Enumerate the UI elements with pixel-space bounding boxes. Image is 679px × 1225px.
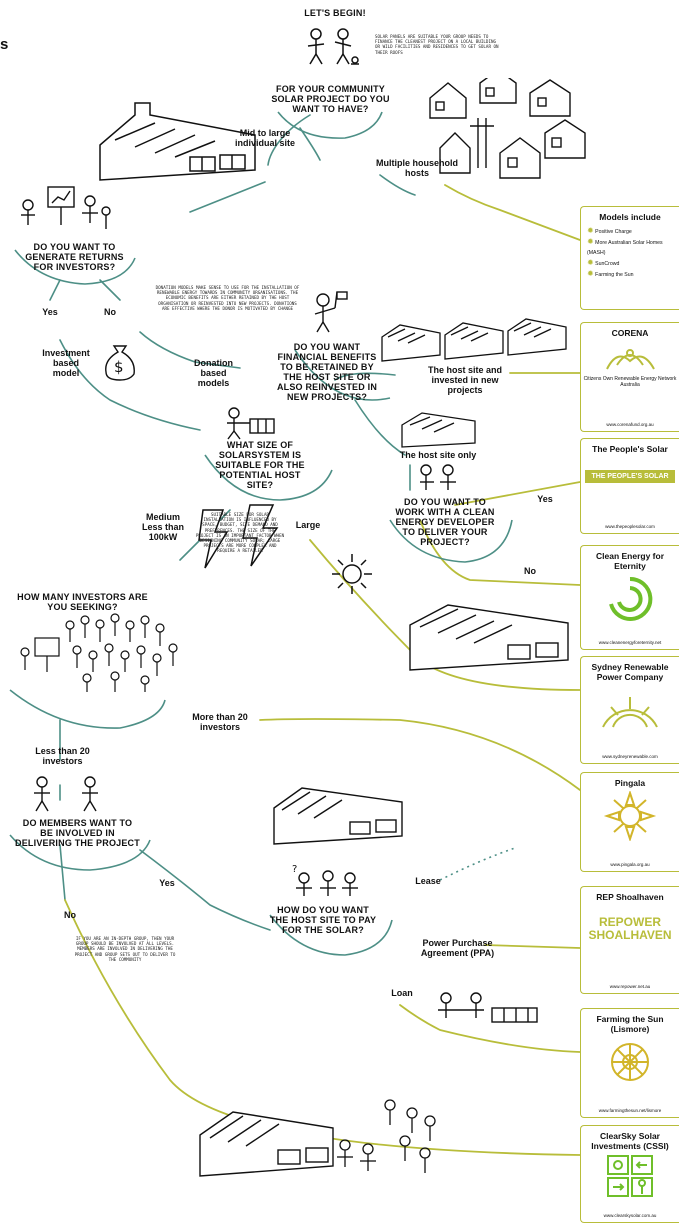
org-url[interactable]: www.corenafund.org.au xyxy=(606,422,654,427)
figure-with-panel-icon xyxy=(227,407,275,440)
org-title: ClearSky Solar Investments (CSSI) xyxy=(591,1131,669,1151)
page-title-fragment: s xyxy=(0,36,9,53)
label-more-than-20: More than 20 investors xyxy=(192,712,248,732)
developer-figures-icon xyxy=(420,464,456,490)
money-bag-icon: $ xyxy=(105,345,135,381)
label-no-members: No xyxy=(64,910,76,920)
label-investment-model: Investment based model xyxy=(42,348,90,378)
org-card-farming-the-sun[interactable]: Farming the Sun (Lismore) www.farmingthe… xyxy=(580,1008,679,1118)
handshake-figures-icon xyxy=(438,992,538,1023)
org-card-rep-shoalhaven[interactable]: REP Shoalhaven REPOWER SHOALHAVEN www.re… xyxy=(580,886,679,994)
question-clean-energy-developer: DO YOU WANT TO WORK WITH A CLEAN ENERGY … xyxy=(395,497,495,547)
label-donation-model: Donation based models xyxy=(194,358,233,388)
org-title: REP Shoalhaven xyxy=(596,892,664,902)
peoples-solar-logo: THE PEOPLE'S SOLAR xyxy=(585,470,675,483)
members-note: IF YOU ARE AN IN-DEPTH GROUP, THEN YOUR … xyxy=(74,936,176,962)
label-no-developer: No xyxy=(524,566,536,576)
org-title: CORENA xyxy=(611,328,649,338)
group-figures-icon xyxy=(337,1099,436,1173)
farming-sun-logo-icon xyxy=(611,1043,649,1081)
factory-small-icon xyxy=(401,412,476,448)
svg-text:$: $ xyxy=(114,358,124,376)
label-yes-developer: Yes xyxy=(537,494,553,504)
question-project-type: FOR YOUR COMMUNITY SOLAR PROJECT DO YOU … xyxy=(271,84,390,114)
org-url[interactable]: www.clearskysolar.com.au xyxy=(603,1213,657,1218)
sun-icon xyxy=(332,554,372,594)
org-subtitle: Citizens Own Renewable Energy Network Au… xyxy=(583,376,677,388)
factory-mid-icon xyxy=(273,787,403,845)
factories-row-icon xyxy=(381,318,567,362)
org-title: The People's Solar xyxy=(592,444,668,454)
factory-bottom-icon xyxy=(199,1111,334,1177)
start-title: LET'S BEGIN! xyxy=(304,8,366,18)
crowd-icon xyxy=(20,613,178,692)
sun-bullet-icon: ✹ xyxy=(587,237,594,246)
org-url[interactable]: www.pingala.org.au xyxy=(610,862,650,867)
question-returns-investors: DO YOU WANT TO GENERATE RETURNS FOR INVE… xyxy=(25,242,124,272)
label-host-only: The host site only xyxy=(399,450,477,460)
svg-text:?: ? xyxy=(292,864,297,875)
org-title: Clean Energy for Eternity xyxy=(595,551,665,571)
org-card-clean-energy-eternity[interactable]: Clean Energy for Eternity www.cleanenerg… xyxy=(580,545,679,650)
org-card-pingala[interactable]: Pingala www.pingala.org.au xyxy=(580,772,679,872)
org-url[interactable]: www.farmingthesun.net/lismore xyxy=(598,1108,662,1113)
model-item: ✹ More Australian Solar Homes (MASH) xyxy=(587,237,663,256)
flag-figure-icon xyxy=(314,291,348,333)
org-url[interactable]: www.thepeoplesolar.com xyxy=(605,524,655,529)
question-members-involved: DO MEMBERS WANT TO BE INVOLVED IN DELIVE… xyxy=(15,818,140,848)
sydney-renewable-logo-icon xyxy=(602,697,658,728)
label-yes-members: Yes xyxy=(159,878,175,888)
start-note: SOLAR PANELS ARE SUITABLE YOUR GROUP NEE… xyxy=(375,34,499,55)
label-mid-large-site: Mid to large individual site xyxy=(234,128,295,148)
repower-logo: REPOWER SHOALHAVEN xyxy=(588,915,672,942)
org-url[interactable]: www.sydneyrenewable.com xyxy=(602,754,658,759)
factory-large-icon xyxy=(409,604,569,671)
corena-logo-icon xyxy=(605,349,655,370)
size-note: SUITABLE SIZE FOR SOLAR INSTALLATION IS … xyxy=(195,512,285,554)
org-title: Pingala xyxy=(614,778,646,788)
models-card: Models include ✹ Positive Charge ✹ More … xyxy=(580,206,679,310)
models-title: Models include xyxy=(599,212,661,222)
org-title: Sydney Renewable Power Company xyxy=(591,662,669,682)
swirl-logo-icon xyxy=(609,576,653,621)
question-figures-icon: ? xyxy=(292,864,358,896)
label-large-size: Large xyxy=(295,520,321,530)
model-item: ✹ Positive Charge xyxy=(587,226,632,235)
factory-icon xyxy=(99,102,256,181)
sun-bullet-icon: ✹ xyxy=(587,269,594,278)
label-lease: Lease xyxy=(415,876,441,886)
label-yes-returns: Yes xyxy=(42,307,58,317)
org-url[interactable]: www.repower.net.au xyxy=(609,984,651,989)
starter-figures-icon xyxy=(307,28,359,65)
presentation-figures-icon xyxy=(21,186,111,229)
org-card-sydney-renewable[interactable]: Sydney Renewable Power Company www.sydne… xyxy=(580,656,679,764)
org-title: Farming the Sun (Lismore) xyxy=(596,1014,664,1034)
org-card-corena[interactable]: CORENA Citizens Own Renewable Energy Net… xyxy=(580,322,679,432)
label-less-than-20: Less than 20 investors xyxy=(35,746,90,766)
sun-bullet-icon: ✹ xyxy=(587,226,594,235)
question-system-size: WHAT SIZE OF SOLARSYSTEM IS SUITABLE FOR… xyxy=(215,440,305,490)
label-ppa: Power Purchase Agreement (PPA) xyxy=(420,938,495,958)
question-financial-benefits: DO YOU WANT FINANCIAL BENEFITS TO BE RET… xyxy=(276,342,378,402)
org-card-peoples-solar[interactable]: The People's Solar THE PEOPLE'S SOLAR ww… xyxy=(580,438,679,534)
question-how-many-investors: HOW MANY INVESTORS ARE YOU SEEKING? xyxy=(17,592,148,612)
houses-icon xyxy=(429,78,586,179)
pingala-sun-logo-icon xyxy=(603,791,656,841)
label-medium-size: Medium Less than 100kW xyxy=(141,512,184,542)
label-host-and-invested: The host site and invested in new projec… xyxy=(427,365,502,395)
org-url[interactable]: www.cleanenergyforeternity.net xyxy=(598,640,662,645)
model-item: ✹ Farming the Sun xyxy=(587,269,634,278)
label-loan: Loan xyxy=(391,988,413,998)
clearsky-logo-icon xyxy=(607,1155,653,1197)
two-figures-icon xyxy=(34,776,98,812)
sun-bullet-icon: ✹ xyxy=(587,258,594,267)
lightning-bolt-icon xyxy=(198,504,279,569)
question-host-payment: HOW DO YOU WANT THE HOST SITE TO PAY FOR… xyxy=(269,905,377,935)
org-card-clearsky-solar[interactable]: ClearSky Solar Investments (CSSI) www.cl… xyxy=(580,1125,679,1223)
label-multiple-households: Multiple household hosts xyxy=(376,158,458,178)
donation-note: DONATION MODELS MAKE SENSE TO USE FOR TH… xyxy=(155,285,300,311)
label-no-returns: No xyxy=(104,307,116,317)
model-item: ✹ SunCrowd xyxy=(587,258,620,267)
